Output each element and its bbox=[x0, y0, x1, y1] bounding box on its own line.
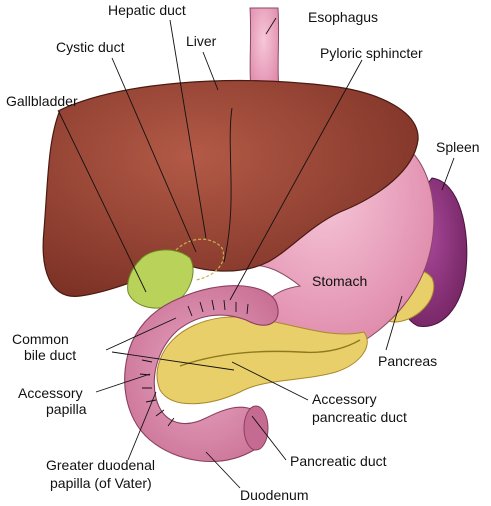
label-accessory-papilla: Accessory bbox=[18, 385, 83, 401]
label-stomach: Stomach bbox=[312, 273, 367, 289]
label-esophagus: Esophagus bbox=[308, 9, 378, 25]
liver-shape bbox=[42, 80, 419, 297]
label-pancreas: Pancreas bbox=[378, 353, 437, 369]
duodenum-shape bbox=[124, 285, 279, 462]
label-pancreatic-duct: Pancreatic duct bbox=[290, 453, 387, 469]
label-spleen: Spleen bbox=[436, 139, 480, 155]
label-common-bile-duct: Common bbox=[12, 331, 69, 347]
label-common-bile-duct-line2: bile duct bbox=[24, 347, 76, 363]
leader-lines bbox=[57, 17, 455, 489]
label-liver: Liver bbox=[186, 33, 217, 49]
label-greater-duodenal-papilla: Greater duodenal bbox=[46, 457, 155, 473]
label-duodenum: Duodenum bbox=[240, 487, 309, 503]
duodenum-folds bbox=[139, 299, 249, 427]
label-pyloric-sphincter: Pyloric sphincter bbox=[320, 45, 423, 61]
label-accessory-pancreatic-duct-line2: pancreatic duct bbox=[312, 409, 407, 425]
duodenum-opening bbox=[243, 405, 269, 451]
label-hepatic-duct: Hepatic duct bbox=[108, 2, 186, 18]
label-cystic-duct: Cystic duct bbox=[56, 39, 125, 55]
hidden-gallbladder-outline bbox=[175, 238, 225, 281]
label-accessory-pancreatic-duct: Accessory bbox=[312, 391, 377, 407]
label-greater-duodenal-papilla-line2: papilla (of Vater) bbox=[50, 475, 152, 491]
label-accessory-papilla-line2: papilla bbox=[46, 401, 87, 417]
label-gallbladder: Gallbladder bbox=[6, 93, 78, 109]
liver-lobe-line bbox=[223, 107, 233, 263]
pancreatic-duct-line bbox=[179, 339, 361, 367]
